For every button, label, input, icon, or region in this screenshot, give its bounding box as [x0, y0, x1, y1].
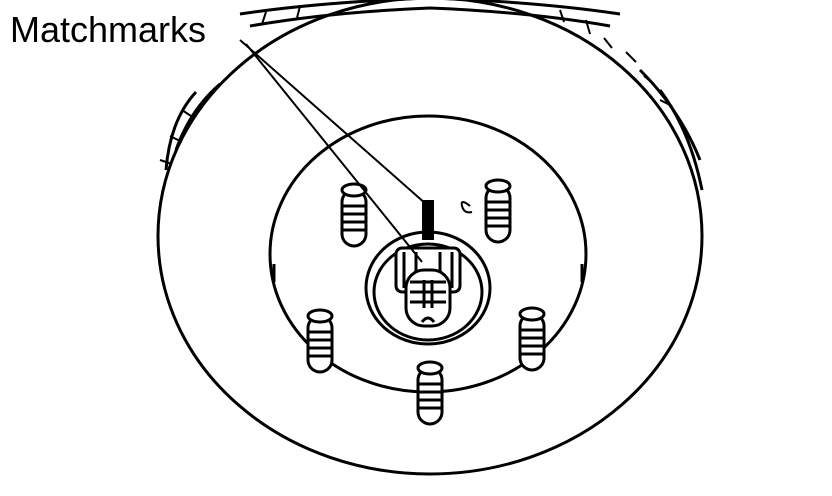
wheel-stud-bottom	[416, 360, 444, 426]
callout-leader-lines	[239, 39, 427, 263]
wheel-stud-top-right	[484, 178, 512, 244]
wheel-stud-bottom-right	[518, 306, 546, 372]
matchmarks-callout-label: Matchmarks	[10, 9, 207, 50]
axle-shaft	[394, 246, 462, 328]
rotor-vent-slots	[159, 5, 673, 165]
matchmark-bar	[422, 200, 434, 240]
alignment-hole	[460, 201, 473, 214]
wheel-stud-bottom-left	[306, 308, 334, 374]
wheel-stud-top-left	[340, 182, 368, 248]
